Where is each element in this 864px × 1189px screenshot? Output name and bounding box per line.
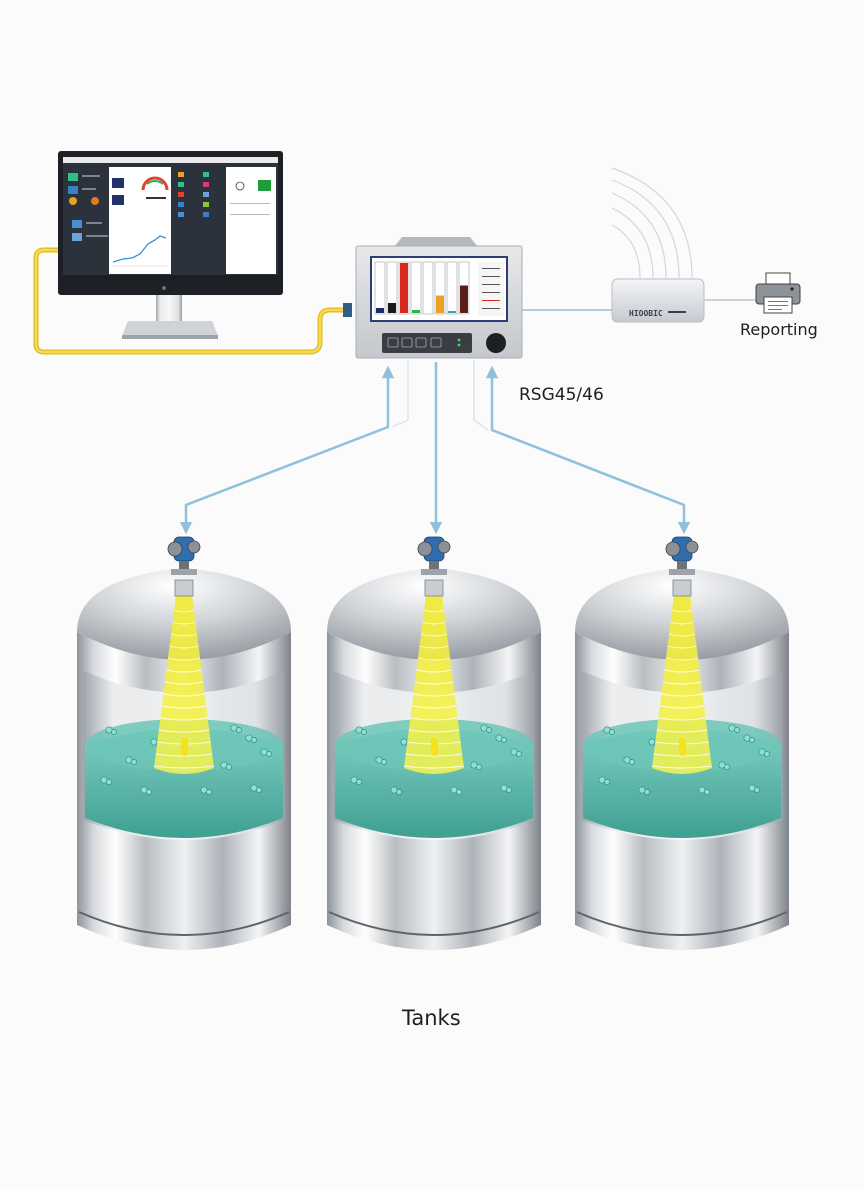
radar-transmitter-icon [167, 536, 201, 569]
arrow-tank-1 [179, 360, 409, 535]
wifi-signal-icon [611, 167, 693, 279]
liquid-bubble [131, 759, 137, 765]
recorder-key-3[interactable] [415, 337, 427, 348]
ethernet-cable [33, 247, 352, 355]
liquid-bubble [356, 779, 362, 785]
liquid-bubble [754, 787, 760, 793]
router-brand-label: HIOOBIC [629, 309, 663, 318]
liquid-bubble [644, 789, 650, 795]
tank-1 [77, 536, 291, 950]
printer-icon [755, 272, 801, 314]
liquid-bubble [106, 779, 112, 785]
recorder-navigator-knob[interactable] [486, 333, 506, 353]
radar-transmitter-icon [417, 536, 451, 569]
recorder-value-column [478, 262, 504, 316]
radar-beam [404, 595, 464, 774]
recorder-bar [400, 263, 408, 313]
liquid-bubble [251, 737, 257, 743]
transmitter-flange [669, 569, 695, 575]
transmitter-nozzle [174, 579, 194, 597]
liquid-bubble [266, 751, 272, 757]
dashboard-right-panel [178, 167, 276, 274]
transmitter-nozzle [672, 579, 692, 597]
recorder-device [355, 237, 523, 359]
wireless-router: HIOOBIC [611, 167, 705, 323]
recorder-bar-frame [422, 261, 434, 315]
recorder-bar [436, 295, 444, 313]
recorder-bar-frame [446, 261, 458, 315]
liquid-bubble [256, 787, 262, 793]
recorder-bar [448, 311, 456, 313]
liquid-bubble [629, 759, 635, 765]
transmitter-flange [421, 569, 447, 575]
recorder-key-2[interactable] [401, 337, 413, 348]
dashboard-left-panel [68, 173, 108, 241]
recorder-model-label: RSG45/46 [519, 385, 604, 405]
liquid-bubble [506, 787, 512, 793]
recorder-bar [376, 308, 384, 313]
radar-beam [652, 595, 712, 774]
liquid-bubble [749, 737, 755, 743]
liquid-bubble [486, 727, 492, 733]
radar-beam [154, 595, 214, 774]
arrow-tank-3 [473, 360, 691, 535]
reporting-label: Reporting [740, 320, 818, 339]
status-led [457, 343, 461, 347]
liquid-bubble [206, 789, 212, 795]
ethernet-connector [343, 303, 352, 317]
recorder-bar-frame [434, 261, 446, 315]
transmitter-nozzle [424, 579, 444, 597]
liquid-bubble [604, 779, 610, 785]
tank-group [77, 536, 789, 950]
recorder-bar-frame [386, 261, 398, 315]
tank-2 [327, 536, 541, 950]
liquid-bubble [516, 751, 522, 757]
liquid-bubble [764, 751, 770, 757]
liquid-bubble [456, 789, 462, 795]
status-led [457, 338, 461, 342]
liquid-bubble [236, 727, 242, 733]
liquid-bubble [501, 737, 507, 743]
level-target [181, 738, 188, 756]
tanks-label: Tanks [402, 1006, 461, 1030]
recorder-bar [460, 285, 468, 313]
radar-transmitter-icon [665, 536, 699, 569]
liquid-bubble [704, 789, 710, 795]
liquid-bubble [724, 764, 730, 770]
liquid-bubble [476, 764, 482, 770]
liquid-bubble [734, 727, 740, 733]
recorder-key-4[interactable] [430, 337, 442, 348]
liquid-bubble [111, 729, 117, 735]
recorder-bar-frame [374, 261, 386, 315]
recorder-bar-graph [374, 261, 470, 315]
tank-3 [575, 536, 789, 950]
liquid-bubble [609, 729, 615, 735]
recorder-bar-frame [410, 261, 422, 315]
transmitter-flange [171, 569, 197, 575]
liquid-bubble [146, 789, 152, 795]
level-target [679, 738, 686, 756]
recorder-bar [388, 303, 396, 313]
level-target [431, 738, 438, 756]
liquid-bubble [226, 764, 232, 770]
liquid-bubble [381, 759, 387, 765]
dashboard-chart-panel [109, 167, 171, 274]
recorder-key-1[interactable] [387, 337, 399, 348]
liquid-bubble [361, 729, 367, 735]
recorder-bar [412, 310, 420, 313]
liquid-bubble [396, 789, 402, 795]
workstation-monitor [58, 151, 283, 339]
